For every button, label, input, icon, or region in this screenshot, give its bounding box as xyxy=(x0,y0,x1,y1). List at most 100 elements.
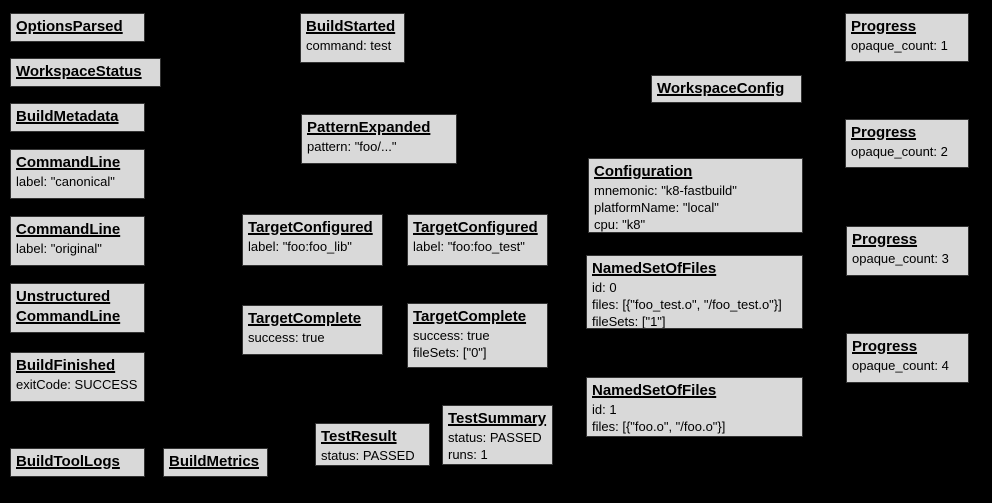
event-props: success: true xyxy=(248,329,377,346)
event-title-line: TestResult xyxy=(321,428,397,445)
event-property: mnemonic: "k8-fastbuild" xyxy=(594,183,737,198)
event-props: exitCode: SUCCESS xyxy=(16,376,139,393)
event-title: TargetConfigured xyxy=(413,218,542,238)
event-property: opaque_count: 2 xyxy=(851,144,948,159)
event-title: BuildMetrics xyxy=(169,452,262,472)
event-title: Progress xyxy=(852,337,963,357)
event-title-line: WorkspaceConfig xyxy=(657,80,785,97)
event-title: TargetComplete xyxy=(248,309,377,329)
event-box-target-complete-foo-lib: TargetComplete success: true xyxy=(242,305,383,355)
event-box-build-finished: BuildFinished exitCode: SUCCESS xyxy=(10,352,145,402)
event-props: opaque_count: 3 xyxy=(852,250,963,267)
event-title: CommandLine xyxy=(16,220,139,240)
event-props: id: 1 files: [{"foo.o", "/foo.o"}] xyxy=(592,401,797,435)
event-title: TestSummary xyxy=(448,409,547,429)
event-title-line: BuildToolLogs xyxy=(16,453,120,470)
event-box-build-metrics: BuildMetrics xyxy=(163,448,268,477)
event-property: success: true xyxy=(413,328,490,343)
event-property: fileSets: ["0"] xyxy=(413,345,487,360)
event-property: pattern: "foo/..." xyxy=(307,139,397,154)
event-title-line: TargetComplete xyxy=(413,308,527,325)
event-title-line: Configuration xyxy=(594,163,693,180)
event-props: mnemonic: "k8-fastbuild" platformName: "l… xyxy=(594,182,797,232)
event-box-workspace-config: WorkspaceConfig xyxy=(651,75,802,103)
event-box-workspace-status: WorkspaceStatus xyxy=(10,58,161,87)
event-props: id: 0 files: [{"foo_test.o", "/foo_test.o… xyxy=(592,279,797,329)
event-title-line: CommandLine xyxy=(16,221,121,238)
event-box-command-line-original: CommandLine label: "original" xyxy=(10,216,145,266)
event-title-line: BuildFinished xyxy=(16,357,116,374)
event-property: opaque_count: 4 xyxy=(852,358,949,373)
event-box-progress-2: Progress opaque_count: 2 xyxy=(845,119,969,168)
event-props: opaque_count: 4 xyxy=(852,357,963,374)
event-title-line: TargetComplete xyxy=(248,310,362,327)
event-box-build-started: BuildStarted command: test xyxy=(300,13,405,63)
event-property: id: 1 xyxy=(592,402,617,417)
event-title-line: Unstructured xyxy=(16,288,111,305)
event-box-build-metadata: BuildMetadata xyxy=(10,103,145,132)
event-property: exitCode: SUCCESS xyxy=(16,377,138,392)
event-title: Configuration xyxy=(594,162,797,182)
event-box-pattern-expanded: PatternExpanded pattern: "foo/..." xyxy=(301,114,457,164)
event-title-line: NamedSetOfFiles xyxy=(592,260,717,277)
event-box-test-summary: TestSummary status: PASSED runs: 1 xyxy=(442,405,553,465)
event-title: BuildStarted xyxy=(306,17,399,37)
event-title: Progress xyxy=(851,17,963,37)
event-title: TargetComplete xyxy=(413,307,542,327)
event-box-target-configured-foo-lib: TargetConfigured label: "foo:foo_lib" xyxy=(242,214,383,266)
event-title: TestResult xyxy=(321,427,424,447)
event-title: NamedSetOfFiles xyxy=(592,259,797,279)
event-title-line: Progress xyxy=(852,231,918,248)
event-box-test-result: TestResult status: PASSED xyxy=(315,423,430,466)
event-title-line: NamedSetOfFiles xyxy=(592,382,717,399)
event-box-named-set-of-files-0: NamedSetOfFiles id: 0 files: [{"foo_test.… xyxy=(586,255,803,329)
event-props: label: "canonical" xyxy=(16,173,139,190)
event-property: label: "foo:foo_test" xyxy=(413,239,525,254)
event-title: TargetConfigured xyxy=(248,218,377,238)
event-box-progress-1: Progress opaque_count: 1 xyxy=(845,13,969,62)
event-box-target-complete-foo-test: TargetComplete success: true fileSets: ["… xyxy=(407,303,548,368)
event-property: runs: 1 xyxy=(448,447,488,462)
event-title: BuildMetadata xyxy=(16,107,139,127)
event-props: label: "foo:foo_test" xyxy=(413,238,542,255)
event-title-line: BuildMetrics xyxy=(169,453,260,470)
event-title-line: OptionsParsed xyxy=(16,18,123,35)
event-props: opaque_count: 1 xyxy=(851,37,963,54)
event-property: status: PASSED xyxy=(321,448,415,463)
event-title: Progress xyxy=(852,230,963,250)
event-property: cpu: "k8" xyxy=(594,217,646,232)
event-property: label: "canonical" xyxy=(16,174,115,189)
event-property: opaque_count: 3 xyxy=(852,251,949,266)
event-property: opaque_count: 1 xyxy=(851,38,948,53)
event-property: files: [{"foo.o", "/foo.o"}] xyxy=(592,419,726,434)
event-box-target-configured-foo-test: TargetConfigured label: "foo:foo_test" xyxy=(407,214,548,266)
event-title: Progress xyxy=(851,123,963,143)
event-box-configuration: Configuration mnemonic: "k8-fastbuild" pl… xyxy=(588,158,803,233)
event-props: status: PASSED runs: 1 xyxy=(448,429,547,463)
event-property: label: "original" xyxy=(16,241,102,256)
event-property: label: "foo:foo_lib" xyxy=(248,239,352,254)
event-box-progress-4: Progress opaque_count: 4 xyxy=(846,333,969,383)
event-title: WorkspaceStatus xyxy=(16,62,155,82)
event-props: command: test xyxy=(306,37,399,54)
event-property: status: PASSED xyxy=(448,430,542,445)
event-property: platformName: "local" xyxy=(594,200,719,215)
event-title-line: BuildMetadata xyxy=(16,108,119,125)
event-title-line: CommandLine xyxy=(16,154,121,171)
event-property: id: 0 xyxy=(592,280,617,295)
event-title-line: TargetConfigured xyxy=(413,219,538,236)
event-property: fileSets: ["1"] xyxy=(592,314,666,329)
event-property: command: test xyxy=(306,38,392,53)
event-box-progress-3: Progress opaque_count: 3 xyxy=(846,226,969,276)
event-title-line: BuildStarted xyxy=(306,18,396,35)
event-title: WorkspaceConfig xyxy=(657,79,796,99)
event-title-line: Progress xyxy=(852,338,918,355)
event-property: success: true xyxy=(248,330,325,345)
event-title-line: TestSummary xyxy=(448,410,547,427)
event-props: pattern: "foo/..." xyxy=(307,138,451,155)
event-props: label: "original" xyxy=(16,240,139,257)
event-props: success: true fileSets: ["0"] xyxy=(413,327,542,361)
event-property: files: [{"foo_test.o", "/foo_test.o"}] xyxy=(592,297,782,312)
